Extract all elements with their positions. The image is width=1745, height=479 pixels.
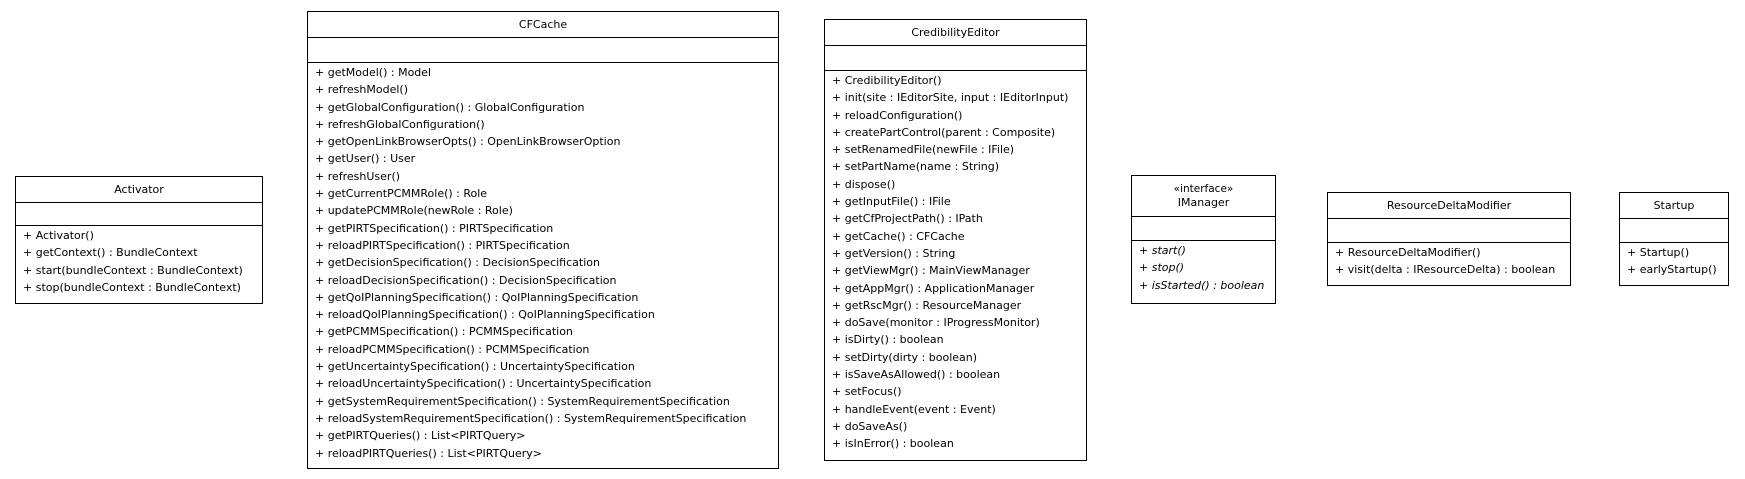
operations-compartment: + start() + stop() + isStarted() : boole… [1132,241,1275,294]
operation: + getSystemRequirementSpecification() : … [315,394,730,408]
class-name: IManager [1177,195,1230,209]
class-header: «interface» IManager [1132,176,1275,217]
class-name: Activator [114,182,164,196]
operation: + isSaveAsAllowed() : boolean [832,368,1001,382]
operation: + getOpenLinkBrowserOpts() : OpenLinkBro… [315,135,621,149]
operation: + reloadUncertaintySpecification() : Unc… [315,377,652,391]
operation: + reloadPIRTSpecification() : PIRTSpecif… [315,238,570,252]
operation: + visit(delta : IResourceDelta) : boolea… [1335,263,1556,277]
operation: + earlyStartup() [1627,263,1717,277]
class-name: Startup [1653,198,1695,212]
operation: + getCurrentPCMMRole() : Role [315,187,488,201]
operation: + setRenamedFile(newFile : IFile) [832,143,1015,157]
class-credibility-editor[interactable]: CredibilityEditor + CredibilityEditor() … [824,19,1087,461]
operation: + reloadPCMMSpecification() : PCMMSpecif… [315,342,590,356]
operation: + isStarted() : boolean [1139,278,1265,292]
operations-compartment: + getModel() : Model + refreshModel() + … [308,63,778,462]
class-name: CredibilityEditor [911,25,1000,39]
operation: + getQoIPlanningSpecification() : QoIPla… [315,290,639,304]
class-header: CFCache [308,12,778,38]
attributes-compartment [1132,217,1275,241]
operation: + getUser() : User [315,152,416,166]
operation: + dispose() [832,177,896,191]
attributes-compartment [1328,219,1570,243]
operation: + getContext() : BundleContext [23,246,198,260]
class-cfcache[interactable]: CFCache + getModel() : Model + refreshMo… [307,11,779,469]
class-header: Activator [16,177,262,203]
operation: + stop(bundleContext : BundleContext) [23,280,241,294]
operation: + setDirty(dirty : boolean) [832,350,978,364]
operation: + isInError() : boolean [832,437,954,451]
operation: + stop() [1139,261,1185,275]
operation: + start() [1139,244,1186,257]
operation: + doSave(monitor : IProgressMonitor) [832,316,1040,330]
attributes-compartment [1620,219,1728,243]
class-header: CredibilityEditor [825,20,1086,46]
operation: + setPartName(name : String) [832,160,999,174]
operation: + Startup() [1627,246,1690,259]
operation: + getPIRTQueries() : List<PIRTQuery> [315,429,526,443]
operation: + getViewMgr() : MainViewManager [832,264,1030,278]
operation: + getGlobalConfiguration() : GlobalConfi… [315,100,585,114]
operation: + getDecisionSpecification() : DecisionS… [315,256,600,270]
attributes-compartment [16,203,262,226]
operation: + refreshUser() [315,169,401,183]
operation: + refreshModel() [315,83,408,97]
class-header: Startup [1620,193,1728,219]
stereotype-label: «interface» [1173,182,1234,195]
operation: + reloadQoIPlanningSpecification() : QoI… [315,308,655,322]
operation: + Activator() [23,229,94,242]
operation: + reloadPIRTQueries() : List<PIRTQuery> [315,446,542,460]
operation: + getCache() : CFCache [832,229,965,243]
class-imanager[interactable]: «interface» IManager + start() + stop() … [1131,175,1276,304]
operation: + getPCMMSpecification() : PCMMSpecifica… [315,325,573,339]
operation: + createPartControl(parent : Composite) [832,125,1056,139]
class-startup[interactable]: Startup + Startup() + earlyStartup() [1619,192,1729,286]
operation: + reloadSystemRequirementSpecification()… [315,411,747,425]
operations-compartment: + ResourceDeltaModifier() + visit(delta … [1328,243,1570,279]
class-activator[interactable]: Activator + Activator() + getContext() :… [15,176,263,304]
operation: + reloadConfiguration() [832,108,963,122]
operations-compartment: + CredibilityEditor() + init(site : IEdi… [825,71,1086,453]
operation: + isDirty() : boolean [832,333,944,347]
class-header: ResourceDeltaModifier [1328,193,1570,219]
operations-compartment: + Activator() + getContext() : BundleCon… [16,226,262,296]
operation: + getModel() : Model [315,66,432,79]
operation: + getRscMgr() : ResourceManager [832,298,1022,312]
operation: + init(site : IEditorSite, input : IEdit… [832,91,1069,105]
operation: + getVersion() : String [832,246,956,260]
operation: + doSaveAs() [832,419,908,433]
class-name: CFCache [518,17,568,31]
operation: + refreshGlobalConfiguration() [315,117,485,131]
operation: + handleEvent(event : Event) [832,402,996,416]
operation: + getCfProjectPath() : IPath [832,212,983,226]
operation: + reloadDecisionSpecification() : Decisi… [315,273,617,287]
operation: + setFocus() [832,385,902,399]
operation: + CredibilityEditor() [832,74,942,87]
operation: + getAppMgr() : ApplicationManager [832,281,1035,295]
operation: + getInputFile() : IFile [832,195,951,209]
operation: + start(bundleContext : BundleContext) [23,263,243,277]
operations-compartment: + Startup() + earlyStartup() [1620,243,1728,279]
operation: + getPIRTSpecification() : PIRTSpecifica… [315,221,554,235]
operation: + ResourceDeltaModifier() [1335,246,1481,259]
class-resource-delta-modifier[interactable]: ResourceDeltaModifier + ResourceDeltaMod… [1327,192,1571,286]
operation: + updatePCMMRole(newRole : Role) [315,204,513,218]
attributes-compartment [825,46,1086,71]
operation: + getUncertaintySpecification() : Uncert… [315,360,635,374]
attributes-compartment [308,38,778,63]
class-name: ResourceDeltaModifier [1386,198,1512,212]
